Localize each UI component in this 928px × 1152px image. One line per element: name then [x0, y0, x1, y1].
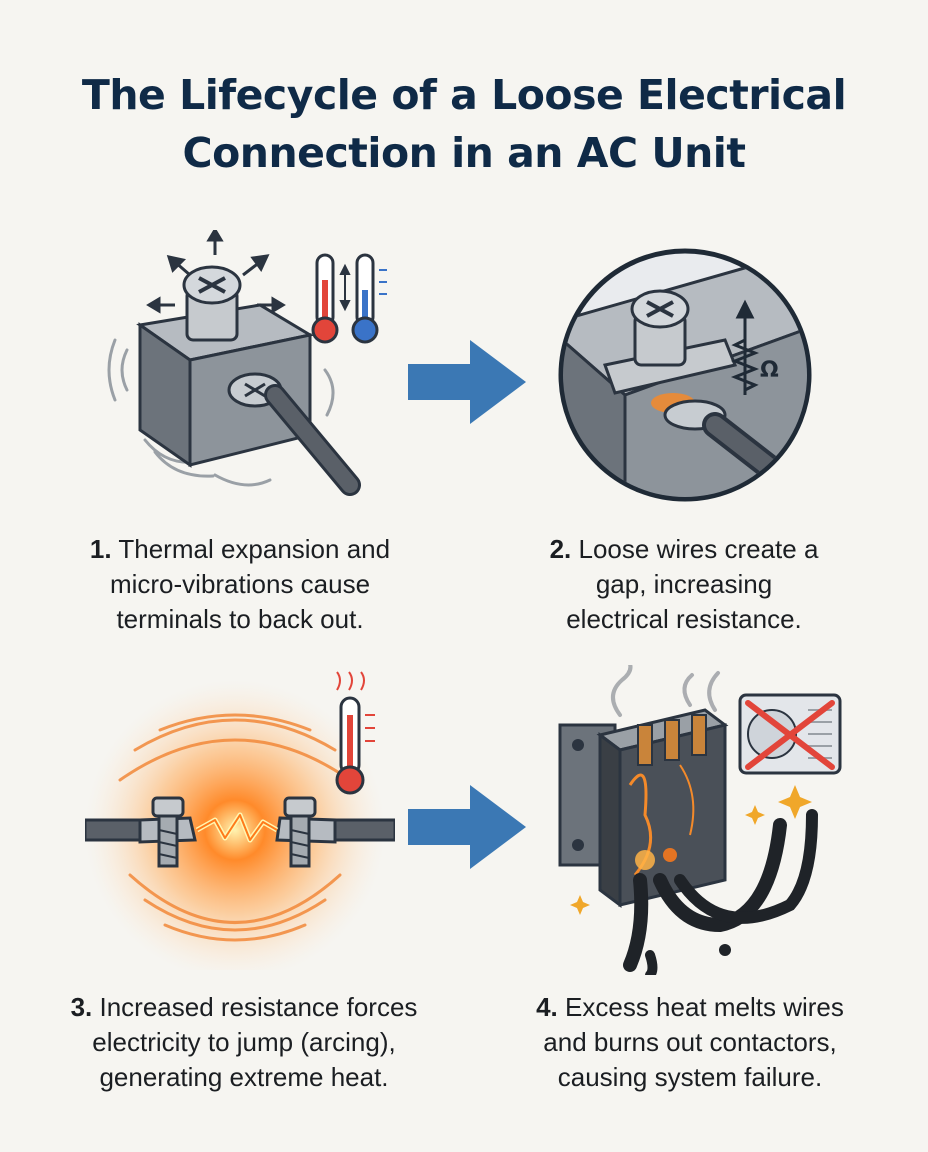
step-4-illustration [558, 665, 842, 975]
heat-thermometer-icon [335, 671, 375, 795]
step-4-caption: 4. Excess heat melts wires and burns out… [480, 990, 900, 1095]
title-line-1: The Lifecycle of a Loose Electrical [81, 71, 847, 119]
page-title: The Lifecycle of a Loose Electrical Conn… [0, 66, 928, 182]
step-1-illustration [107, 230, 387, 496]
step-1-line-1: Thermal expansion and [118, 534, 391, 564]
step-2-line-3: electrical resistance. [566, 604, 802, 634]
step-4-number: 4. [536, 992, 558, 1022]
resistor-icon [730, 299, 760, 395]
left-wire-screw-icon [85, 796, 197, 868]
step-3-line-2: electricity to jump (arcing), [92, 1027, 396, 1057]
thermometer-hot-icon [311, 253, 339, 344]
arrow-step-3-to-4 [408, 785, 526, 869]
step-2-caption: 2. Loose wires create a gap, increasing … [484, 532, 884, 637]
step-2-illustration: Ω [558, 248, 812, 502]
smoke-icon [611, 665, 720, 717]
sparkle-icon [570, 785, 812, 915]
step-4-line-2: and burns out contactors, [543, 1027, 837, 1057]
step-1-line-3: terminals to back out. [116, 604, 364, 634]
thermometer-cold-icon [351, 253, 387, 344]
vibration-lines-icon [107, 338, 335, 487]
step-3-line-1: Increased resistance forces [99, 992, 418, 1022]
temperature-change-arrow-icon [339, 263, 351, 312]
right-wire-screw-icon [275, 796, 395, 868]
step-3-number: 3. [70, 992, 93, 1022]
screw-terminal-icon [136, 265, 361, 496]
burnt-contactor-icon [558, 708, 729, 908]
step-2-line-1: Loose wires create a [578, 534, 819, 564]
melted-wire-icon [623, 809, 818, 975]
step-3-illustration [85, 671, 395, 970]
step-3-caption: 3. Increased resistance forces electrici… [24, 990, 464, 1095]
title-line-2: Connection in an AC Unit [182, 129, 746, 177]
step-1-line-2: micro-vibrations cause [109, 569, 371, 599]
arcing-spark-icon [195, 812, 279, 843]
arrow-step-1-to-2 [408, 340, 526, 424]
step-4-line-3: causing system failure. [557, 1062, 823, 1092]
step-3-line-3: generating extreme heat. [99, 1062, 389, 1092]
vibration-arrows-icon [146, 230, 286, 314]
step-4-line-1: Excess heat melts wires [565, 992, 844, 1022]
step-1-number: 1. [89, 534, 112, 564]
ohm-symbol: Ω [760, 358, 779, 383]
step-1-caption: 1. Thermal expansion and micro-vibration… [40, 532, 440, 637]
step-2-number: 2. [549, 534, 572, 564]
step-2-line-2: gap, increasing [595, 569, 773, 599]
ac-unit-failed-icon [738, 693, 842, 775]
